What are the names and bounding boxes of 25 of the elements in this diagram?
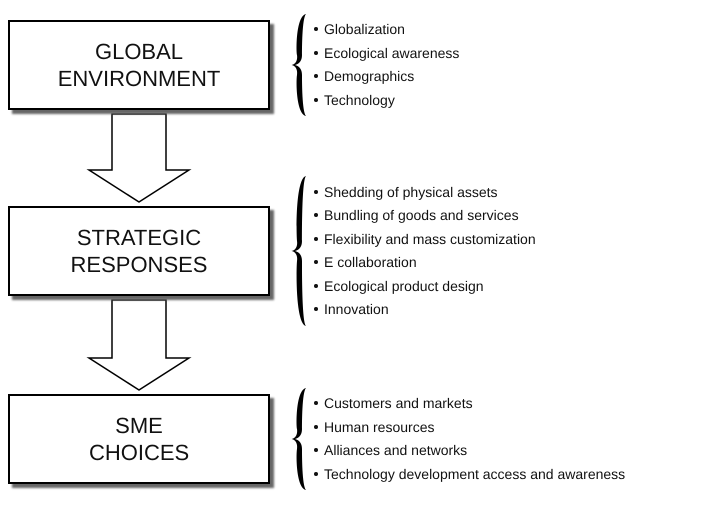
bullet-item: Alliances and networks xyxy=(324,442,468,458)
curly-brace xyxy=(290,14,308,116)
process-box xyxy=(8,394,270,484)
curly-brace xyxy=(290,388,308,490)
bullet-item: Customers and markets xyxy=(324,395,473,411)
bullet-item: Globalization xyxy=(324,21,405,37)
bullet-item: Ecological product design xyxy=(324,278,484,294)
bullet-item: Innovation xyxy=(324,301,389,317)
process-box xyxy=(8,206,270,296)
box-title: GLOBAL ENVIRONMENT xyxy=(56,38,222,92)
bullet-item: Shedding of physical assets xyxy=(324,184,498,200)
bullet-item: Bundling of goods and services xyxy=(324,207,519,223)
box-title: SME CHOICES xyxy=(89,412,189,466)
block-arrow xyxy=(86,113,192,203)
bullet-item: Demographics xyxy=(324,68,414,84)
block-arrow xyxy=(86,299,192,391)
box-title: STRATEGIC RESPONSES xyxy=(70,224,208,278)
bullet-item: E collaboration xyxy=(324,254,417,270)
bullet-item: Technology xyxy=(324,92,395,108)
curly-brace xyxy=(290,176,308,326)
process-box xyxy=(8,20,270,110)
bullet-item: Ecological awareness xyxy=(324,44,460,60)
bullet-item: Technology development access and awareness xyxy=(324,466,626,482)
bullet-item: Human resources xyxy=(324,418,434,434)
bullet-item: Flexibility and mass customization xyxy=(324,230,536,246)
